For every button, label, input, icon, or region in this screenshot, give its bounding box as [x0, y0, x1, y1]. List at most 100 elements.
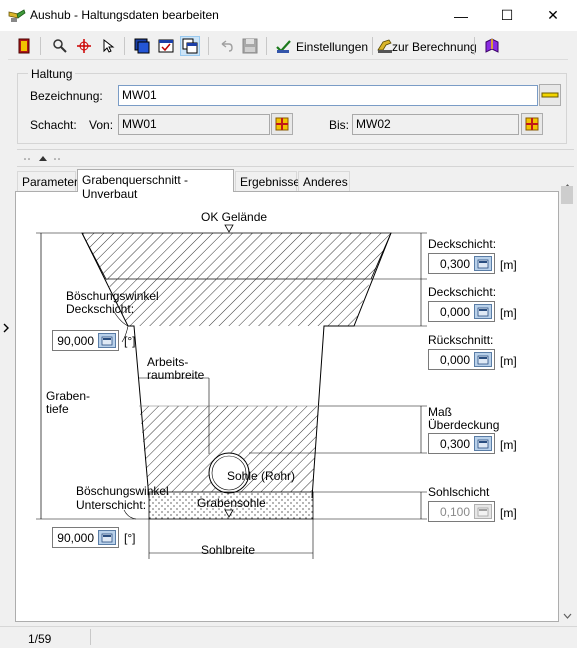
settings-icon-wrap[interactable] — [274, 36, 294, 56]
tab-anderes[interactable]: Anderes — [298, 171, 350, 191]
tab-label: Grabenquerschnitt - Unverbaut — [82, 173, 189, 201]
berechnung-icon-wrap[interactable] — [376, 36, 396, 56]
window-check-icon — [158, 39, 174, 53]
calculator-icon — [474, 504, 492, 519]
label-boeschung-unter-1: Böschungswinkel — [76, 484, 169, 498]
label-mass-2: Überdeckung — [428, 418, 500, 432]
manhole-picker-icon — [525, 117, 539, 131]
zoom-button[interactable] — [50, 36, 70, 56]
help-book-button[interactable] — [482, 36, 502, 56]
label-sohlbreite: Sohlbreite — [201, 543, 256, 557]
haltung-group-label: Haltung — [28, 67, 76, 81]
unit-m-rueckschnitt: [m] — [500, 354, 517, 368]
undo-button[interactable] — [216, 36, 236, 56]
label-sohlschicht: Sohlschicht — [428, 485, 490, 499]
label-mass-1: Maß — [428, 405, 452, 419]
side-expand-icon[interactable] — [2, 322, 10, 334]
exit-button[interactable] — [14, 36, 34, 56]
label-grabentiefe-1: Graben- — [46, 389, 91, 403]
unit-m-mass: [m] — [500, 438, 517, 452]
trench-cross-section-diagram — [36, 224, 427, 559]
label-grabentiefe-2: tiefe — [46, 402, 69, 416]
calculator-icon[interactable] — [474, 352, 492, 367]
label-ok-gelaende: OK Gelände — [201, 210, 268, 224]
label-boeschung-deck-1: Böschungswinkel — [66, 289, 159, 303]
crosshair-button[interactable] — [74, 36, 94, 56]
toolbar: Einstellungen zur Berechnung — [8, 33, 568, 60]
label-sohle-rohr: Sohle (Rohr) — [227, 469, 296, 483]
collapse-splitter[interactable] — [17, 149, 574, 167]
bis-input[interactable]: MW02 — [352, 114, 519, 135]
bezeichnung-input[interactable]: MW01 — [118, 85, 538, 106]
save-disk-icon — [242, 38, 258, 54]
unit-degree-deck: [°] — [124, 334, 136, 348]
tab-label: Ergebnisse — [240, 175, 301, 189]
undo-icon — [221, 40, 233, 52]
minimize-icon: — — [454, 7, 468, 24]
tab-grabenquerschnitt[interactable]: Grabenquerschnitt - Unverbaut — [77, 169, 234, 201]
mass-ueberdeckung-input[interactable]: 0,300 — [428, 433, 495, 454]
scroll-thumb[interactable] — [561, 186, 573, 204]
close-icon: ✕ — [547, 7, 559, 23]
calculator-icon[interactable] — [98, 530, 116, 545]
label-arbeitsraum-1: Arbeits- — [147, 355, 189, 369]
bezeichnung-picker-button[interactable] — [539, 84, 561, 106]
pipe-key-icon — [541, 92, 559, 98]
close-button[interactable]: ✕ — [530, 0, 576, 31]
tab-label: Parameter — [22, 175, 79, 189]
calculator-icon[interactable] — [474, 436, 492, 451]
label-boeschung-unter-2: Unterschicht: — [76, 498, 147, 512]
bezeichnung-label: Bezeichnung: — [30, 89, 103, 103]
calculator-icon[interactable] — [474, 256, 492, 271]
deckschicht-1-value: 0,300 — [439, 256, 470, 271]
window-stack-icon — [134, 38, 150, 54]
help-book-icon — [485, 38, 499, 53]
rueckschnitt-value: 0,000 — [439, 352, 470, 367]
exit-door-icon — [18, 38, 30, 54]
save-button[interactable] — [240, 36, 260, 56]
label-grabensohle: Grabensohle — [197, 496, 266, 510]
tab-ergebnisse[interactable]: Ergebnisse — [235, 171, 301, 191]
rueckschnitt-input[interactable]: 0,000 — [428, 349, 495, 370]
von-label: Von: — [89, 118, 114, 132]
window-check-button[interactable] — [156, 36, 176, 56]
collapse-up-icon — [24, 156, 60, 161]
crosshair-icon — [77, 39, 91, 53]
minimize-button[interactable]: — — [438, 0, 484, 31]
window-overlap-button[interactable] — [180, 36, 200, 56]
label-deckschicht-1: Deckschicht: — [428, 237, 497, 251]
scroll-down-icon[interactable] — [563, 613, 572, 619]
zur-berechnung-button[interactable]: zur Berechnung — [392, 40, 477, 54]
tab-parameter[interactable]: Parameter — [17, 171, 79, 191]
sohlschicht-value: 0,100 — [439, 504, 470, 519]
schacht-label: Schacht: — [30, 118, 77, 132]
maximize-button[interactable]: ☐ — [484, 0, 530, 31]
haltung-group — [17, 73, 567, 144]
mass-ueberdeckung-value: 0,300 — [439, 436, 470, 451]
sohlschicht-input: 0,100 — [428, 501, 495, 522]
unit-degree-unter: [°] — [124, 531, 136, 545]
boeschung-deck-value: 90,000 — [57, 333, 94, 348]
einstellungen-button[interactable]: Einstellungen — [296, 40, 369, 54]
calculator-icon[interactable] — [98, 333, 116, 348]
tab-page-grabenquerschnitt: OK Gelände Böschungswinkel Deckschicht: … — [15, 191, 559, 622]
record-counter: 1/59 — [28, 632, 52, 646]
unit-m-deckschicht-1: [m] — [500, 258, 517, 272]
window-blue-button[interactable] — [132, 36, 152, 56]
bis-picker-button[interactable] — [521, 113, 543, 135]
deckschicht-2-input[interactable]: 0,000 — [428, 301, 495, 322]
calculator-icon[interactable] — [474, 304, 492, 319]
von-picker-button[interactable] — [271, 113, 293, 135]
boeschung-unter-input[interactable]: 90,000 — [52, 527, 119, 548]
tab-label: Anderes — [303, 175, 348, 189]
select-pointer-button[interactable] — [98, 36, 118, 56]
deckschicht-1-input[interactable]: 0,300 — [428, 253, 495, 274]
vertical-scrollbar[interactable] — [559, 182, 575, 622]
unit-m-sohlschicht: [m] — [500, 506, 517, 520]
boeschung-deck-input[interactable]: 90,000 — [52, 330, 119, 351]
von-input[interactable]: MW01 — [118, 114, 270, 135]
window-title: Aushub - Haltungsdaten bearbeiten — [30, 8, 219, 22]
label-rueckschnitt: Rückschnitt: — [428, 333, 494, 347]
magnifier-icon — [53, 39, 67, 53]
title-bar: Aushub - Haltungsdaten bearbeiten — ☐ ✕ — [0, 0, 577, 31]
